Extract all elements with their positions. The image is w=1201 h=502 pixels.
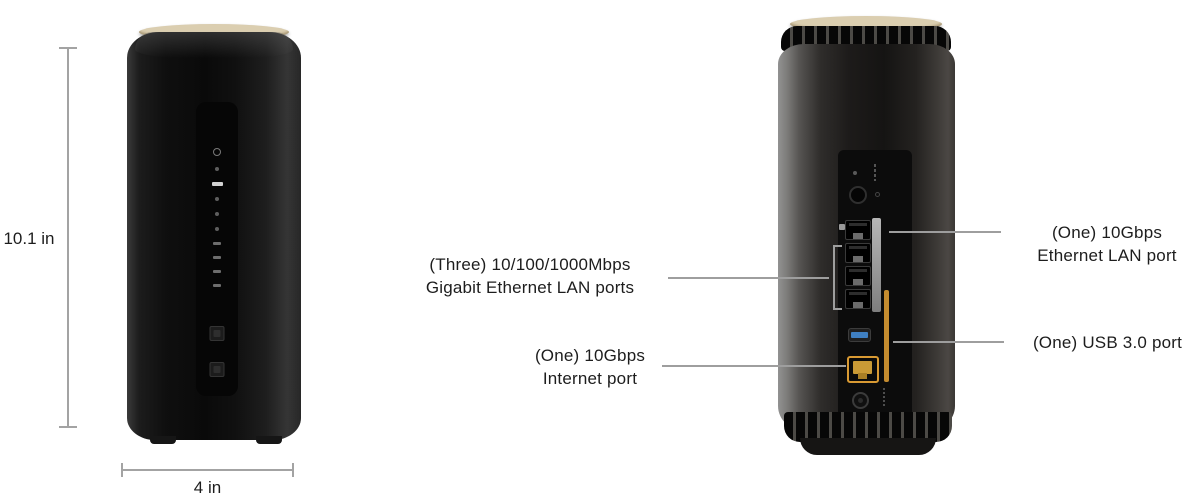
gigabit-lan-bracket (833, 245, 835, 310)
status-led-icon (853, 171, 857, 175)
power-led-icon (213, 148, 221, 156)
leader-line-usb (893, 341, 1004, 343)
callout-gigabit-lan-line2: Gigabit Ethernet LAN ports (425, 278, 635, 297)
led-indicator-icon (215, 227, 219, 231)
height-dimension-line (67, 47, 69, 428)
router-rear-view (778, 44, 955, 432)
front-foot (150, 436, 176, 444)
led-indicator-icon (213, 270, 221, 273)
internet-connector-icon (853, 361, 872, 379)
rear-bottom-vents (784, 412, 952, 442)
callout-internet-line1: (One) 10Gbps (534, 346, 646, 365)
rear-port-panel (838, 150, 912, 422)
height-dimension-cap-bottom (59, 426, 77, 428)
width-dimension-cap-left (121, 463, 123, 477)
led-indicator-icon (213, 242, 221, 245)
power-label-marks (883, 388, 885, 406)
ethernet-lan-port-2 (845, 266, 871, 286)
led-indicator-icon (215, 212, 219, 216)
led-indicator-icon (213, 284, 221, 287)
ethernet-lan-port-10g (845, 220, 871, 240)
panel-button-bottom (209, 362, 225, 377)
width-dimension-cap-right (292, 463, 294, 477)
power-button (852, 392, 869, 409)
leader-line-internet (662, 365, 846, 367)
callout-internet-line2: Internet port (542, 369, 638, 388)
router-front-view (127, 32, 301, 440)
reset-button (849, 186, 867, 204)
gigabit-lan-bracket-bottom (833, 308, 842, 310)
usb-connector-icon (851, 332, 868, 338)
lan-label-strip (872, 218, 881, 312)
gigabit-lan-bracket-top (833, 245, 842, 247)
front-foot (256, 436, 282, 444)
callout-10g-lan: (One) 10Gbps Ethernet LAN port (1014, 221, 1200, 267)
port-label-tag (839, 224, 845, 230)
leader-line-gigabit-lan (668, 277, 829, 279)
ethernet-lan-port-3 (845, 289, 871, 309)
callout-gigabit-lan: (Three) 10/100/1000Mbps Gigabit Ethernet… (398, 253, 662, 299)
rear-base (800, 438, 936, 455)
internet-led-icon (215, 167, 219, 171)
led-indicator-icon (211, 182, 223, 186)
callout-10g-lan-line1: (One) 10Gbps (1051, 223, 1163, 242)
panel-tick-marks (874, 164, 876, 181)
callout-internet: (One) 10Gbps Internet port (500, 344, 680, 390)
internet-label-strip (884, 290, 889, 382)
height-dimension-cap-top (59, 47, 77, 49)
height-dimension-label: 10.1 in (3, 229, 55, 248)
callout-gigabit-lan-line1: (Three) 10/100/1000Mbps (429, 255, 631, 274)
callout-10g-lan-line2: Ethernet LAN port (1037, 246, 1177, 265)
callout-usb: (One) USB 3.0 port (1014, 331, 1201, 354)
usb-3-port (848, 328, 871, 342)
width-dimension-label: 4 in (193, 478, 222, 497)
callout-usb-line1: (One) USB 3.0 port (1032, 333, 1183, 352)
front-led-panel (196, 102, 238, 396)
ethernet-lan-port-1 (845, 243, 871, 263)
led-indicator-icon (215, 197, 219, 201)
leader-line-10g-lan (889, 231, 1001, 233)
reset-pinhole-icon (875, 192, 880, 197)
led-indicator-icon (213, 256, 221, 259)
internet-10g-port (847, 356, 879, 383)
width-dimension-line (122, 469, 294, 471)
panel-button-top (209, 326, 225, 341)
